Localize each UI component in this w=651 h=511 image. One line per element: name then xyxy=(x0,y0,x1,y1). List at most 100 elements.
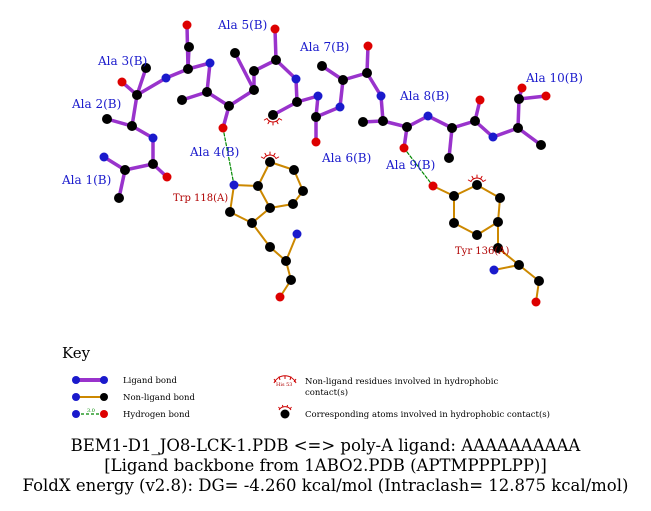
carbon-atom xyxy=(249,66,259,76)
carbon-atom xyxy=(224,101,234,111)
nitrogen-atom xyxy=(488,132,498,142)
key-nonligand-bond-label: Non-ligand bond xyxy=(123,393,195,403)
nitrogen-atom xyxy=(148,133,158,143)
atoms xyxy=(99,20,551,307)
eyelash-tick xyxy=(471,175,474,180)
carbon-atom xyxy=(265,157,275,167)
carbon-atom xyxy=(378,116,388,126)
hydrophobic-contact-ligand-atom xyxy=(263,118,283,126)
nonligand-residue-labels: Trp 118(A) Tyr 136(A) xyxy=(173,193,509,257)
carbon-atom xyxy=(493,217,503,227)
oxygen-atom xyxy=(275,292,285,302)
key-ligand-bond-label: Ligand bond xyxy=(123,376,178,386)
carbon-atom xyxy=(265,203,275,213)
oxygen-atom xyxy=(399,143,409,153)
carbon-atom xyxy=(225,207,235,217)
carbon-atom xyxy=(271,55,281,65)
oxygen-atom xyxy=(363,41,373,51)
ligand-bond xyxy=(447,126,454,160)
carbon-atom xyxy=(513,123,523,133)
eyelash-tick xyxy=(263,118,268,121)
oxygen-atom xyxy=(162,172,172,182)
carbon-atom xyxy=(402,122,412,132)
carbon-atom xyxy=(472,230,482,240)
carbon-atom xyxy=(514,94,524,104)
carbon-atom xyxy=(317,61,327,71)
carbon-atom xyxy=(449,218,459,228)
carbon-atom xyxy=(534,276,544,286)
nitrogen-atom xyxy=(489,265,499,275)
key-hydrogen-bond-sample: 3.0 xyxy=(72,408,108,418)
carbon-atom xyxy=(230,48,240,58)
carbon-atom xyxy=(536,140,546,150)
key-ligand-bond-sample xyxy=(72,376,108,384)
key-hydrophobic-residues-label-line2: contact(s) xyxy=(305,387,348,398)
eyelash-tick xyxy=(276,120,279,125)
nitrogen-atom xyxy=(205,58,215,68)
key-nonligand-bond-sample xyxy=(72,393,108,401)
carbon-atom xyxy=(472,180,482,190)
eyelash-tick xyxy=(275,156,280,159)
carbon-atom xyxy=(141,63,151,73)
ligand-residue-label: Ala 4(B) xyxy=(189,145,239,159)
ligand-bond xyxy=(130,93,139,128)
ligand-residue-label: Ala 10(B) xyxy=(525,71,583,85)
carbon-atom xyxy=(298,186,308,196)
nonligand-residue-label: Tyr 136(A) xyxy=(455,246,509,257)
ligand-bond xyxy=(233,51,256,92)
eyelash-tick xyxy=(278,118,283,121)
key-hydrophobic-atoms-label: Corresponding atoms involved in hydropho… xyxy=(305,409,550,420)
carbon-atom xyxy=(281,256,291,266)
carbon-atom xyxy=(495,193,505,203)
oxygen-atom xyxy=(428,181,438,191)
carbon-atom xyxy=(132,90,142,100)
ligand-residue-label: Ala 8(B) xyxy=(399,89,449,103)
key-hydrophobic-atom-sample xyxy=(278,404,292,419)
carbon-atom xyxy=(362,68,372,78)
carbon-atom xyxy=(493,243,503,253)
carbon-atom xyxy=(289,165,299,175)
oxygen-atom xyxy=(182,20,192,30)
oxygen-atom xyxy=(517,83,527,93)
carbon-atom xyxy=(292,97,302,107)
ligand-residue-label: Ala 6(B) xyxy=(321,151,371,165)
carbon-atom xyxy=(444,153,454,163)
ligand-bond xyxy=(135,76,168,97)
key-hydrogen-bond-label: Hydrogen bond xyxy=(123,410,191,420)
ligand-residue-label: Ala 7(B) xyxy=(299,40,349,54)
ligand-residue-label: Ala 9(B) xyxy=(385,158,435,172)
carbon-atom xyxy=(114,193,124,203)
carbon-atom xyxy=(288,199,298,209)
ligand-residue-labels: Ala 1(B) Ala 2(B) Ala 3(B) Ala 4(B) Ala … xyxy=(61,18,583,187)
carbon-atom xyxy=(338,75,348,85)
eyelash-tick xyxy=(273,152,276,157)
ligand-residue-label: Ala 2(B) xyxy=(71,97,121,111)
hydrophobic-contact-trp-atom xyxy=(260,151,280,159)
carbon-atom xyxy=(247,218,257,228)
carbon-atom xyxy=(148,159,158,169)
oxygen-atom xyxy=(311,137,321,147)
ligand-bond xyxy=(273,27,278,62)
key-hydrophobic-residues-label-line1: Non-ligand residues involved in hydropho… xyxy=(305,377,498,387)
eyelash-tick xyxy=(467,179,472,182)
carbon-atom xyxy=(311,112,321,122)
carbon-atom xyxy=(253,181,263,191)
nitrogen-atom xyxy=(99,152,109,162)
carbon-atom xyxy=(470,116,480,126)
oxygen-atom xyxy=(475,95,485,105)
key-title: Key xyxy=(62,344,91,362)
oxygen-atom xyxy=(218,123,228,133)
key-hydrophobic-residue-sample: His 53 xyxy=(273,375,297,388)
eyelash-tick xyxy=(260,156,265,159)
ligand-residue-label: Ala 1(B) xyxy=(61,173,111,187)
ligand-residue-label: Ala 3(B) xyxy=(97,54,147,68)
caption-line-2: [Ligand backbone from 1ABO2.PDB (APTMPPP… xyxy=(104,456,547,475)
eyelash-tick xyxy=(264,152,267,157)
carbon-atom xyxy=(183,64,193,74)
carbon-atom xyxy=(286,275,296,285)
carbon-atom xyxy=(127,121,137,131)
caption-line-3: FoldX energy (v2.8): DG= -4.260 kcal/mol… xyxy=(22,476,629,495)
oxygen-atom xyxy=(117,77,127,87)
eyelash-tick xyxy=(480,175,483,180)
